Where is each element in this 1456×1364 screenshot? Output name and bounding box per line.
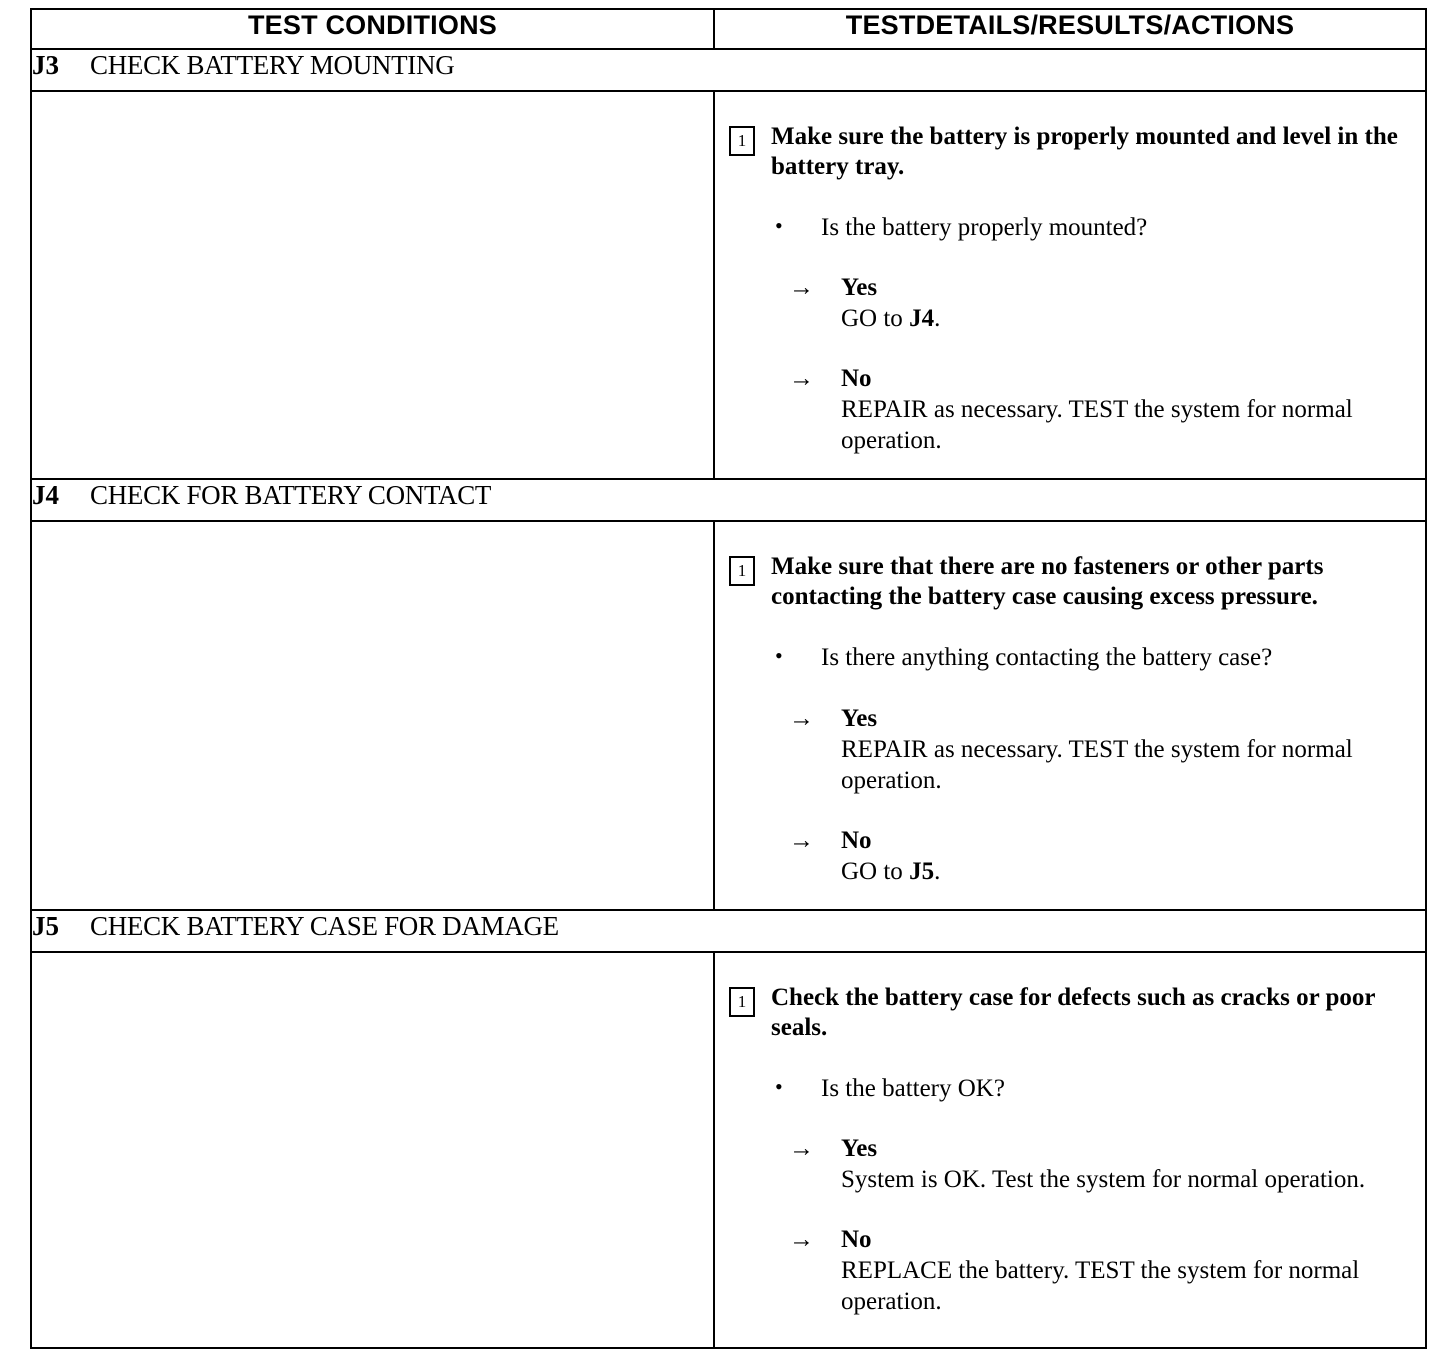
step-title-j3: CHECK BATTERY MOUNTING <box>90 50 455 80</box>
answer-action-tail: . <box>934 305 941 333</box>
answer-label-no: No <box>841 826 872 854</box>
answer-action-no: REPLACE the battery. TEST the system for… <box>841 1255 1407 1317</box>
answer-label-yes: Yes <box>841 274 878 302</box>
step-id-j3: J3 <box>32 50 59 80</box>
test-details-cell-j4: 1 Make sure that there are no fasteners … <box>713 520 1427 911</box>
arrow-right-icon: → <box>789 1225 814 1253</box>
step-instruction-text: Make sure the battery is properly mounte… <box>771 123 1398 180</box>
answer-action-text: GO to <box>841 857 910 885</box>
answer-action-no: REPAIR as necessary. TEST the system for… <box>841 394 1407 456</box>
answer-row-yes-j4: → Yes REPAIR as necessary. TEST the syst… <box>789 704 1407 796</box>
section-header-row-j4: J4 CHECK FOR BATTERY CONTACT <box>30 478 1427 523</box>
answer-label-no: No <box>841 1225 872 1253</box>
answer-action-text: REPLACE the battery. TEST the system for… <box>841 1256 1360 1315</box>
header-test-details: TESTDETAILS/RESULTS/ACTIONS <box>713 8 1427 50</box>
step-title-j4: CHECK FOR BATTERY CONTACT <box>90 480 492 511</box>
step-number-box: 1 <box>729 126 755 156</box>
section-header-row-j3: J3 CHECK BATTERY MOUNTING <box>30 48 1427 92</box>
section-body-row-j3: 1 Make sure the battery is properly moun… <box>30 89 1427 481</box>
answer-row-yes-j3: → Yes GO to J4. <box>789 273 1407 334</box>
question-text: Is the battery OK? <box>821 1074 1005 1102</box>
answer-row-no-j4: → No GO to J5. <box>789 826 1407 887</box>
diagnostic-table: TEST CONDITIONS TESTDETAILS/RESULTS/ACTI… <box>30 8 1427 1349</box>
arrow-right-icon: → <box>789 365 814 393</box>
test-details-cell-j5: 1 Check the battery case for defects suc… <box>713 950 1427 1349</box>
test-conditions-cell-j5 <box>30 950 715 1349</box>
question-text: Is the battery properly mounted? <box>821 214 1148 241</box>
answer-action-yes: GO to J4. <box>841 303 1407 334</box>
answer-label-no: No <box>841 365 872 393</box>
answer-action-yes: REPAIR as necessary. TEST the system for… <box>841 734 1407 796</box>
step-instruction-text: Make sure that there are no fasteners or… <box>771 553 1324 611</box>
step-number-box: 1 <box>729 986 755 1017</box>
section-body-row-j5: 1 Check the battery case for defects suc… <box>30 950 1427 1349</box>
arrow-right-icon: → <box>789 274 814 302</box>
answer-action-ref: J5 <box>909 857 935 885</box>
answer-row-no-j3: → No REPAIR as necessary. TEST the syste… <box>789 364 1407 456</box>
answer-row-yes-j5: → Yes System is OK. Test the system for … <box>789 1134 1407 1195</box>
step-instruction-j3: 1 Make sure the battery is properly moun… <box>729 122 1407 182</box>
question-row-j4: • Is there anything contacting the batte… <box>775 642 1407 673</box>
answer-row-no-j5: → No REPLACE the battery. TEST the syste… <box>789 1225 1407 1317</box>
answer-label-yes: Yes <box>841 704 878 732</box>
arrow-right-icon: → <box>789 826 814 854</box>
step-id-j5: J5 <box>32 910 59 941</box>
step-header-j5: J5 CHECK BATTERY CASE FOR DAMAGE <box>30 908 1427 953</box>
answer-label-yes: Yes <box>841 1134 878 1162</box>
answer-action-text: REPAIR as necessary. TEST the system for… <box>841 735 1353 794</box>
step-instruction-text: Check the battery case for defects such … <box>771 983 1376 1041</box>
step-header-j4: J4 CHECK FOR BATTERY CONTACT <box>30 478 1427 523</box>
test-conditions-cell-j3 <box>30 89 715 481</box>
answer-action-text: GO to <box>841 305 910 333</box>
step-header-j3: J3 CHECK BATTERY MOUNTING <box>30 48 1427 92</box>
test-conditions-cell-j4 <box>30 520 715 911</box>
answer-action-text: REPAIR as necessary. TEST the system for… <box>841 396 1353 455</box>
section-body-row-j4: 1 Make sure that there are no fasteners … <box>30 520 1427 911</box>
bullet-icon: • <box>775 1073 783 1099</box>
step-instruction-j5: 1 Check the battery case for defects suc… <box>729 983 1407 1043</box>
header-test-conditions: TEST CONDITIONS <box>30 8 715 50</box>
answer-action-yes: System is OK. Test the system for normal… <box>841 1164 1407 1195</box>
test-details-cell-j3: 1 Make sure the battery is properly moun… <box>713 89 1427 481</box>
step-id-j4: J4 <box>32 480 59 511</box>
answer-action-tail: . <box>934 857 941 885</box>
step-number-box: 1 <box>729 556 755 587</box>
question-row-j3: • Is the battery properly mounted? <box>775 212 1407 243</box>
answer-action-text: System is OK. Test the system for normal… <box>841 1165 1366 1193</box>
question-text: Is there anything contacting the battery… <box>821 644 1273 672</box>
section-header-row-j5: J5 CHECK BATTERY CASE FOR DAMAGE <box>30 908 1427 953</box>
step-title-j5: CHECK BATTERY CASE FOR DAMAGE <box>90 910 559 941</box>
step-instruction-j4: 1 Make sure that there are no fasteners … <box>729 552 1407 612</box>
arrow-right-icon: → <box>789 704 814 732</box>
arrow-right-icon: → <box>789 1134 814 1162</box>
answer-action-no: GO to J5. <box>841 856 1407 887</box>
question-row-j5: • Is the battery OK? <box>775 1073 1407 1104</box>
answer-action-ref: J4 <box>909 305 935 333</box>
bullet-icon: • <box>775 643 783 669</box>
table-header-row: TEST CONDITIONS TESTDETAILS/RESULTS/ACTI… <box>30 8 1427 50</box>
bullet-icon: • <box>775 213 783 238</box>
